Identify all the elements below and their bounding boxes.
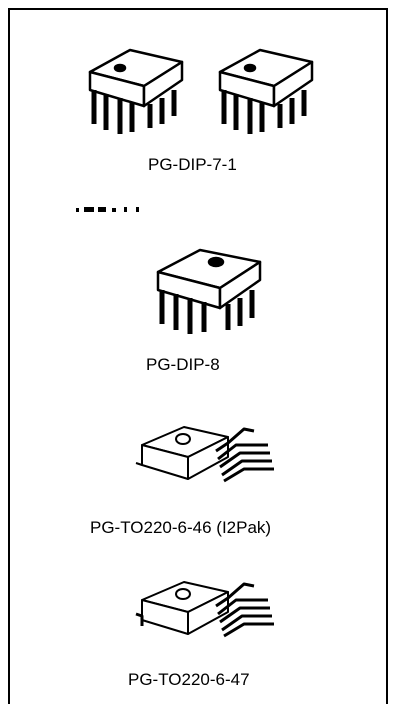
- package-label: PG-TO220-6-46 (I2Pak): [90, 518, 272, 537]
- package-label: PG-DIP-7-1: [148, 155, 237, 174]
- dip-7-package-icon: [88, 48, 314, 134]
- to220-6-46-package-icon: [135, 426, 274, 483]
- package-label: PG-DIP-8: [146, 355, 220, 374]
- package-label: PG-TO220-6-47: [128, 670, 250, 689]
- to220-6-47-package-icon: [135, 581, 274, 638]
- dip-8-package-icon: [156, 248, 262, 334]
- scan-artifact: [76, 200, 166, 212]
- package-figure-frame: PG-DIP-7-1 PG-DIP-8 PG-TO220-6-46 (I2Pak…: [8, 8, 388, 704]
